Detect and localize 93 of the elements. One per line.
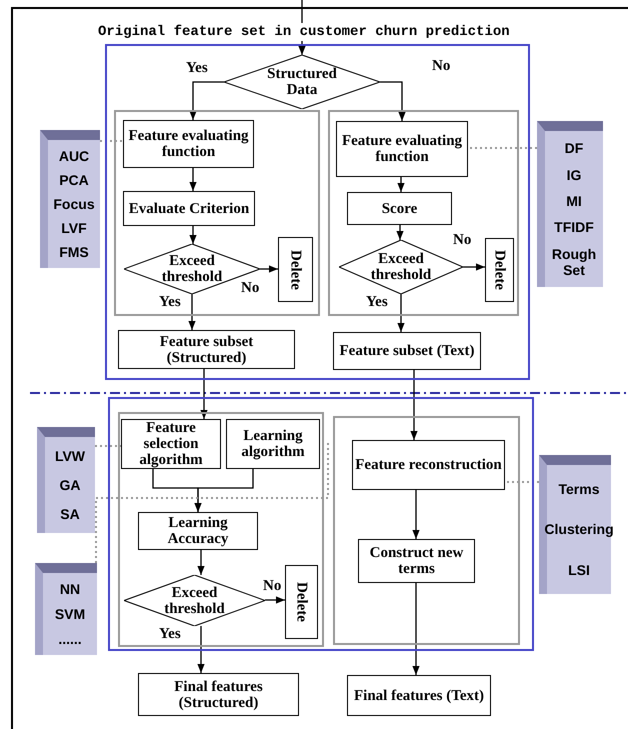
decision-diamond [124, 575, 265, 626]
dotted-connector [95, 443, 329, 563]
node-label: Structured Data [266, 66, 338, 98]
diagram-title: Original feature set in customer churn prediction [98, 23, 510, 41]
node-label: Learning Accuracy [166, 515, 230, 547]
method-block [539, 455, 611, 594]
node-label: Feature subset (Structured) [158, 334, 254, 366]
arrow [189, 226, 197, 244]
method-label: NN [60, 581, 80, 598]
process-box [138, 512, 258, 550]
arrow [410, 370, 418, 440]
arrow [397, 177, 405, 192]
method-label: LVF [61, 220, 87, 236]
method-label: Rough Set [550, 246, 598, 278]
arrow [194, 469, 254, 512]
method-label: TFIDF [554, 219, 594, 236]
arrow [412, 490, 420, 539]
node-label: Learning algorithm [240, 428, 306, 460]
process-box [347, 675, 491, 716]
method-label: LSI [568, 562, 590, 578]
process-box [485, 238, 514, 302]
decision-diamond [224, 55, 380, 109]
method-label: Clustering [544, 521, 614, 538]
dotted-connector [505, 481, 539, 483]
node-label: Feature subset (Text) [340, 343, 474, 359]
method-label: SVM [54, 606, 86, 622]
arrow [396, 225, 404, 240]
node-label: Feature evaluating function [127, 128, 250, 160]
group-panel [118, 412, 324, 647]
group-panel [114, 110, 320, 316]
process-box [123, 120, 254, 168]
group-panel [328, 110, 519, 316]
group-panel [333, 416, 520, 645]
dotted-connector [95, 445, 121, 447]
method-label: FMS [59, 244, 89, 260]
node-label: Delete [492, 250, 508, 290]
arrow [197, 626, 205, 673]
node-label: Construct new terms [368, 545, 464, 577]
method-label: DF [564, 140, 584, 156]
node-label: Delete [288, 250, 304, 290]
group-frame [108, 397, 534, 651]
node-label: Exceed threshold [370, 251, 432, 283]
process-box [347, 192, 452, 225]
node-label: Feature selection algorithm [138, 420, 204, 468]
process-box [121, 419, 221, 469]
process-box [118, 330, 295, 369]
process-box [123, 191, 255, 226]
node-label: Final features (Text) [354, 688, 484, 704]
dotted-connector [100, 140, 123, 142]
node-label: Score [382, 200, 418, 216]
node-label: Delete [294, 582, 310, 622]
process-box [278, 237, 313, 302]
node-label: Final features (Structured) [173, 678, 264, 710]
arrow [200, 369, 208, 419]
process-box [333, 332, 481, 370]
node-label: Evaluate Criterion [128, 200, 250, 216]
arrow [188, 294, 196, 330]
arrow [380, 81, 406, 121]
decision-diamond [124, 244, 260, 294]
process-box [285, 565, 318, 639]
method-label: Terms [558, 481, 600, 498]
method-label: ...... [58, 630, 82, 647]
process-box [138, 673, 299, 716]
method-label: SA [60, 506, 80, 522]
method-block [40, 130, 100, 268]
process-box [226, 419, 320, 469]
arrow [265, 596, 285, 604]
arrow [260, 265, 278, 273]
method-label: IG [566, 166, 582, 183]
process-box [358, 539, 475, 583]
node-label: Exceed threshold [160, 253, 224, 285]
arrow [189, 168, 197, 191]
arrow [463, 263, 485, 271]
node-label: Exceed threshold [163, 584, 226, 616]
method-label: GA [60, 476, 80, 493]
method-block [37, 427, 95, 533]
arrow [397, 294, 405, 332]
node-label: Feature reconstruction [355, 457, 502, 473]
process-box [352, 440, 505, 490]
arrow [412, 583, 420, 675]
arrow [189, 81, 224, 120]
process-box [336, 121, 468, 177]
node-label: Feature evaluating function [340, 133, 464, 165]
method-label: Focus [53, 196, 95, 212]
group-frame [105, 44, 530, 380]
dotted-connector [468, 147, 537, 149]
method-block [35, 563, 97, 655]
method-label: AUC [58, 148, 90, 164]
arrow [197, 550, 205, 575]
method-label: MI [566, 192, 582, 209]
method-block [537, 121, 603, 287]
method-label: LVW [54, 448, 86, 464]
method-label: PCA [59, 172, 89, 188]
